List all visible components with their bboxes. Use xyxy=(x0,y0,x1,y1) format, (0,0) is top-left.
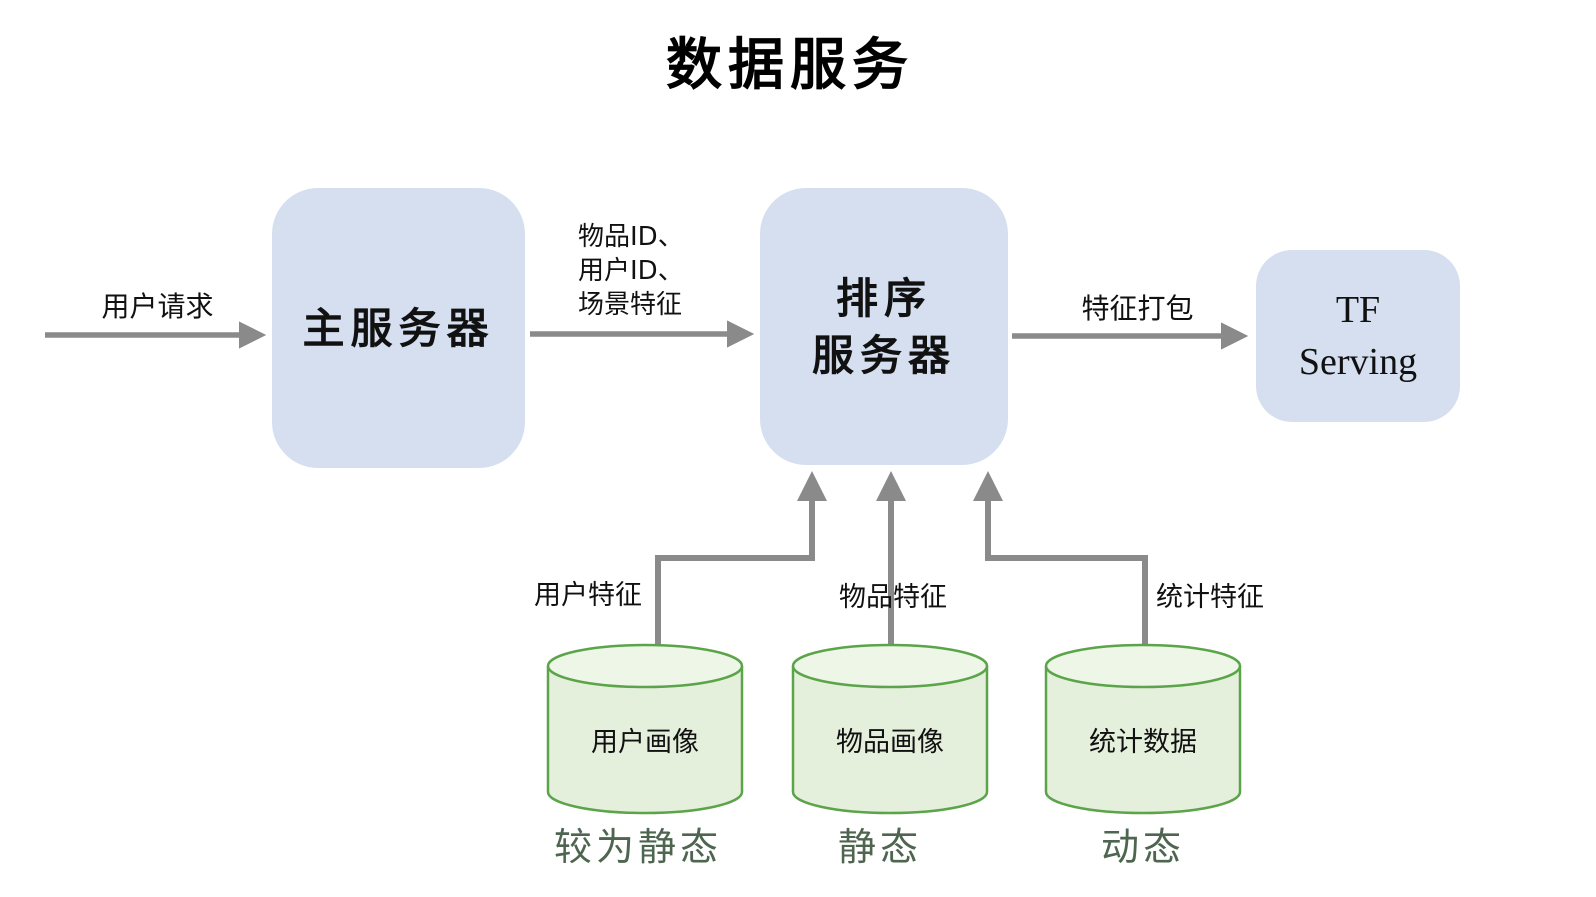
ids-and-scene-features-label: 物品ID、 用户ID、 场景特征 xyxy=(578,220,768,322)
main-server-label: 主服务器 xyxy=(302,303,495,353)
statistics-db-label: 统计数据 xyxy=(1089,727,1197,758)
ids-label-line-1: 物品ID、 xyxy=(578,222,684,252)
rank-server-label-line-2: 服务器 xyxy=(811,330,956,380)
item-features-label: 物品特征 xyxy=(839,582,947,613)
item-profile-nature-label: 静态 xyxy=(837,825,922,869)
tf-serving-node: TF Serving xyxy=(1256,250,1460,422)
rank-server-label-line-1: 排序 xyxy=(835,273,932,323)
user-request-label: 用户请求 xyxy=(101,290,214,323)
statistics-database-cylinder xyxy=(1044,643,1242,815)
feature-pack-label: 特征打包 xyxy=(1081,292,1194,325)
item-profile-db-label: 物品画像 xyxy=(836,727,944,758)
tf-serving-label-line-2: Serving xyxy=(1298,341,1418,383)
user-profile-database-cylinder xyxy=(546,643,744,815)
user-features-label: 用户特征 xyxy=(534,580,642,611)
tf-serving-label: TF Serving xyxy=(1299,284,1417,388)
item-profile-database-cylinder xyxy=(791,643,989,815)
tf-serving-label-line-1: TF xyxy=(1335,289,1381,331)
ids-label-line-3: 场景特征 xyxy=(578,290,683,320)
main-server-node: 主服务器 xyxy=(272,188,525,468)
user-features-connector xyxy=(655,471,827,648)
diagram-title: 数据服务 xyxy=(666,33,914,98)
statistics-nature-label: 动态 xyxy=(1100,825,1185,869)
rank-server-label: 排序 服务器 xyxy=(812,270,956,384)
user-profile-db-label: 用户画像 xyxy=(591,727,699,758)
stat-features-connector xyxy=(973,471,1148,648)
stat-features-label: 统计特征 xyxy=(1156,582,1264,613)
rank-server-node: 排序 服务器 xyxy=(760,188,1008,465)
ids-label-line-2: 用户ID、 xyxy=(578,256,684,286)
user-profile-nature-label: 较为静态 xyxy=(553,825,722,869)
